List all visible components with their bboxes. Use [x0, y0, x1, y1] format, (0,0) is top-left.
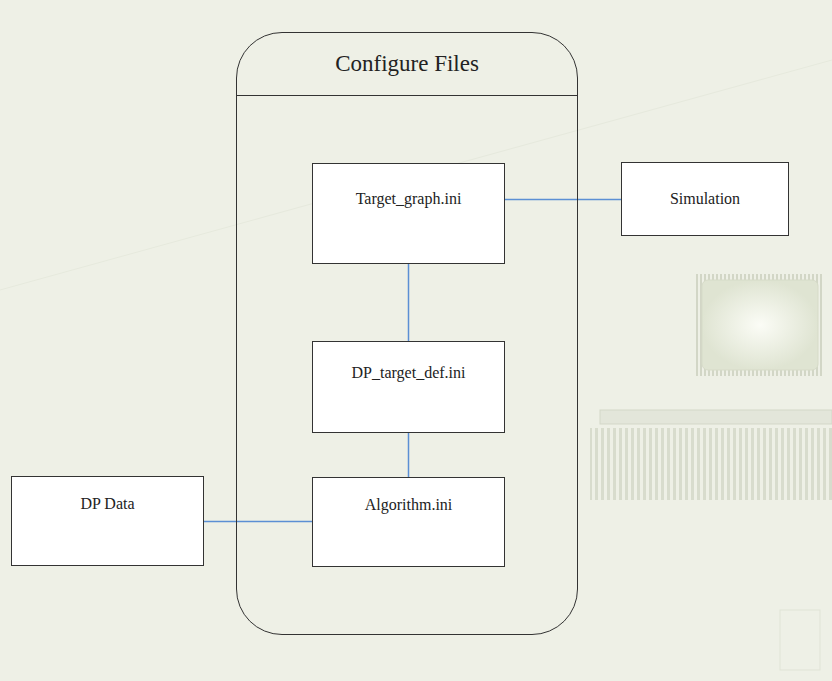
- box-label: DP Data: [12, 495, 203, 513]
- data-box: DP Data: [11, 476, 204, 566]
- chip-symbol: [702, 280, 818, 370]
- config-file-box: Algorithm.ini: [312, 477, 505, 567]
- box-label: Target_graph.ini: [313, 190, 504, 208]
- group-panel: Configure FilesTarget_graph.iniDP_target…: [236, 32, 578, 635]
- connector-line: [408, 264, 409, 341]
- box-label: Simulation: [622, 190, 788, 208]
- faint-frame: [780, 610, 820, 670]
- box-label: DP_target_def.ini: [313, 364, 504, 382]
- connector-line: [505, 199, 621, 200]
- box-label: Algorithm.ini: [313, 496, 504, 514]
- connector-bar: [600, 410, 832, 424]
- connector-line: [408, 433, 409, 477]
- process-box: Simulation: [621, 162, 789, 236]
- config-file-box: Target_graph.ini: [312, 163, 505, 264]
- connector-line: [204, 521, 312, 522]
- connector-pins: [590, 428, 832, 500]
- faint-streak: [0, 60, 832, 290]
- config-file-box: DP_target_def.ini: [312, 341, 505, 433]
- chip-pins: [696, 274, 824, 376]
- group-header: Configure Files: [237, 33, 577, 96]
- group-title: Configure Files: [335, 51, 479, 77]
